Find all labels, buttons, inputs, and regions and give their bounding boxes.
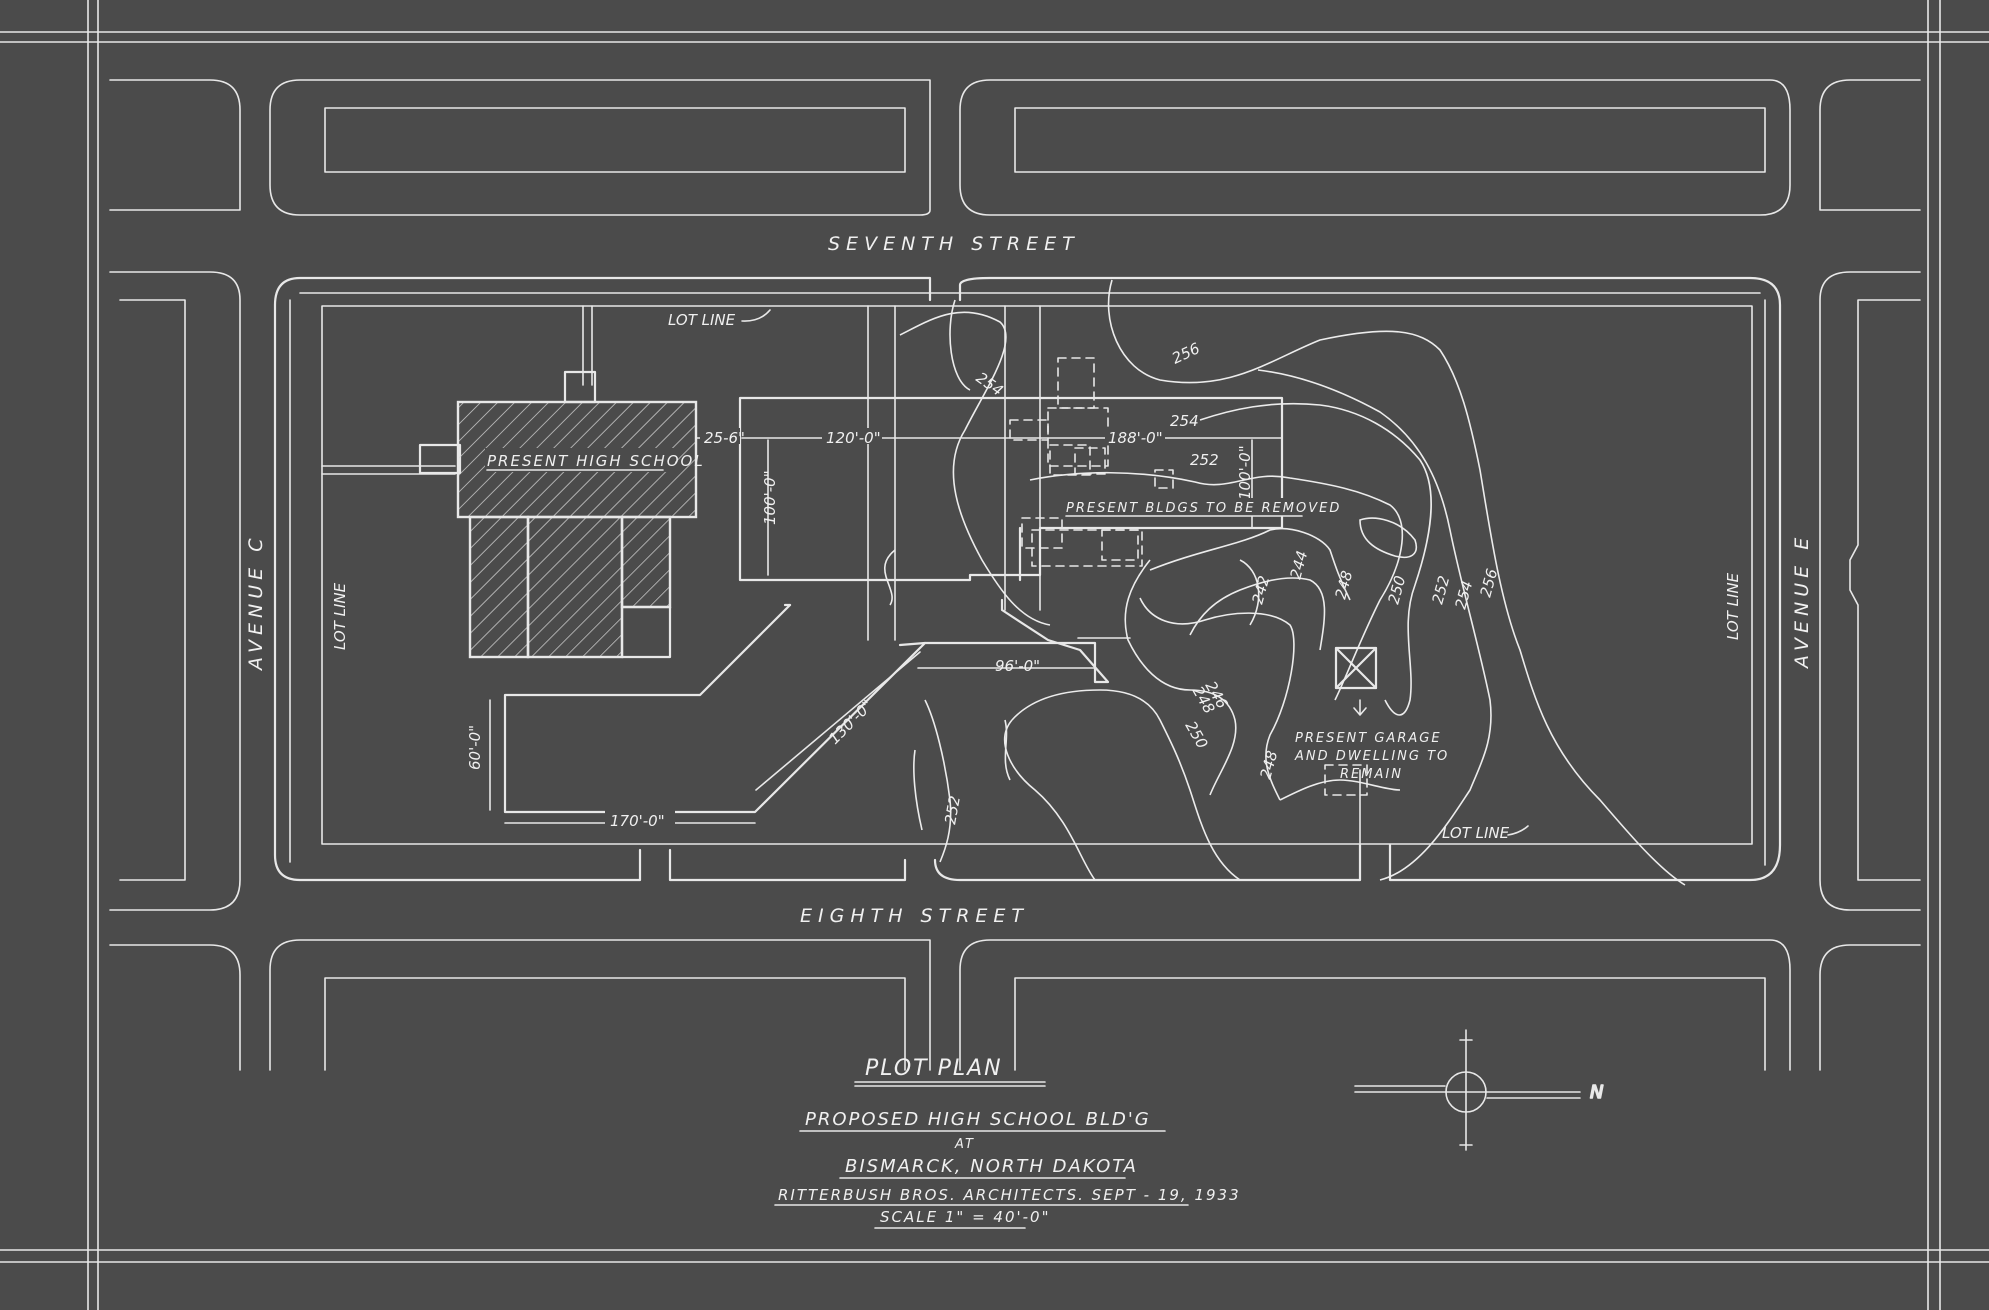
lot-line-label-north: LOT LINE xyxy=(668,311,736,329)
street-label-west: AVENUE C xyxy=(245,534,267,672)
present-high-school: PRESENT HIGH SCHOOL xyxy=(418,370,705,659)
title-line-project: PROPOSED HIGH SCHOOL BLD'G xyxy=(805,1109,1151,1130)
street-label-south: EIGHTH STREET xyxy=(800,905,1029,927)
contour-label-248b: 248 xyxy=(1256,749,1281,781)
contour-label-254b: 254 xyxy=(1170,412,1199,430)
contour-label-252b: 252 xyxy=(1428,574,1453,606)
lot-line-label-west: LOT LINE xyxy=(331,582,349,650)
garage-label-line2: AND DWELLING TO xyxy=(1294,749,1449,764)
title-line-architects: RITTERBUSH BROS. ARCHITECTS. SEPT - 19, … xyxy=(778,1186,1241,1204)
dimension-wing-bottom: 170'-0" xyxy=(610,812,665,830)
dimension-gap: 25-6" xyxy=(704,429,745,447)
lot-line-labels: LOT LINE LOT LINE LOT LINE LOT LINE xyxy=(331,309,1742,842)
title-block: PLOT PLAN PROPOSED HIGH SCHOOL BLD'G AT … xyxy=(774,1056,1241,1229)
street-labels: SEVENTH STREET EIGHTH STREET AVENUE C AV… xyxy=(245,233,1813,927)
dimension-width-main: 120'-0" xyxy=(826,429,881,447)
proposed-building xyxy=(503,396,1284,814)
dimension-width-east: 188'-0" xyxy=(1108,429,1163,447)
contour-label-250a: 250 xyxy=(1384,574,1409,606)
contour-label-254a: 254 xyxy=(973,369,1007,400)
dimension-wing-height: 60'-0" xyxy=(466,725,484,770)
garage-label-line3: REMAIN xyxy=(1340,767,1403,782)
contour-label-254c: 254 xyxy=(1451,579,1476,611)
north-arrow: N xyxy=(1354,1029,1605,1151)
building-labels: PRESENT BLDGS TO BE REMOVED PRESENT GARA… xyxy=(1065,498,1449,782)
remove-buildings-label: PRESENT BLDGS TO BE REMOVED xyxy=(1066,501,1341,516)
contour-label-248a: 248 xyxy=(1331,569,1356,601)
site-block xyxy=(273,276,1782,882)
garage-label-line1: PRESENT GARAGE xyxy=(1295,731,1442,746)
street-label-north: SEVENTH STREET xyxy=(828,233,1080,255)
drawing-title: PLOT PLAN xyxy=(865,1056,1003,1081)
title-line-at: AT xyxy=(954,1137,975,1152)
contour-label-244: 244 xyxy=(1286,549,1311,581)
contour-label-256a: 256 xyxy=(1169,339,1203,367)
north-arrow-label: N xyxy=(1590,1082,1605,1103)
dimension-wing-top: 96'-0" xyxy=(995,657,1040,675)
lot-line-label-southeast: LOT LINE xyxy=(1442,824,1510,842)
contour-label-242: 242 xyxy=(1248,574,1273,606)
dimension-depth-main: 100'-0" xyxy=(761,470,779,525)
buildings-to-remove xyxy=(1009,357,1174,567)
dimension-lines xyxy=(489,437,1283,824)
present-high-school-label: PRESENT HIGH SCHOOL xyxy=(487,452,705,470)
street-label-east: AVENUE E xyxy=(1791,533,1813,670)
city-blocks xyxy=(109,79,1921,1071)
dimension-depth-east: 100'-0" xyxy=(1236,445,1254,500)
title-line-scale: SCALE 1" = 40'-0" xyxy=(880,1208,1050,1226)
lot-line-label-east: LOT LINE xyxy=(1724,572,1742,640)
contour-lines xyxy=(883,279,1686,886)
contour-label-252a: 252 xyxy=(1190,451,1219,469)
contour-label-256b: 256 xyxy=(1476,567,1501,599)
contour-label-250b: 250 xyxy=(1182,718,1212,752)
title-line-location: BISMARCK, NORTH DAKOTA xyxy=(845,1156,1138,1177)
dimension-wing-diagonal: 130'-0" xyxy=(825,696,876,747)
contour-label-252c: 252 xyxy=(941,794,964,825)
